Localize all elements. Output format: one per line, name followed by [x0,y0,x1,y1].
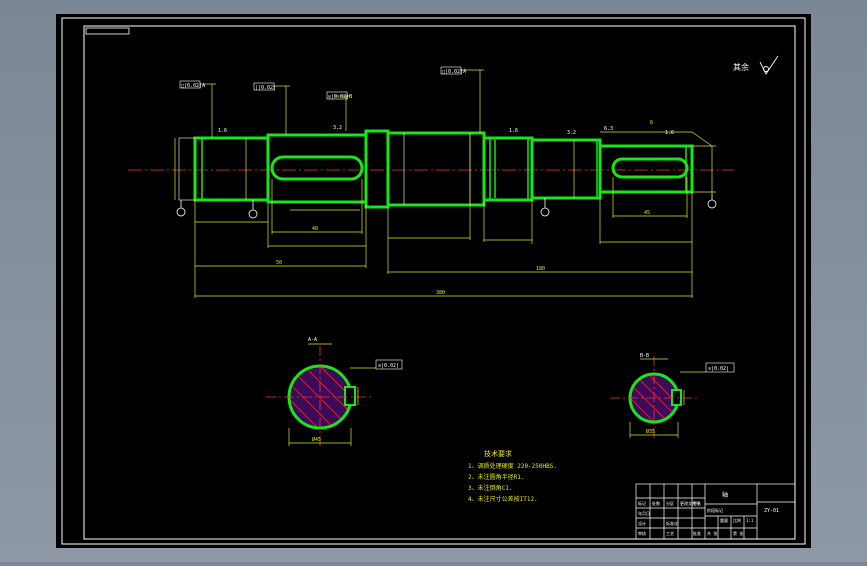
roughness-marks: 1.6 3.2 1.6 3.2 6.3 1.6 [218,125,674,136]
dim-keyway-right: 45 [644,210,650,216]
dim-step: 6 [650,120,653,126]
shaft-outline [193,129,694,209]
corner-code-box [85,27,130,35]
title-cell: 签名 [693,500,701,506]
title-block-text: 轴 ZY-01 标记 处数 分区 更改文件号 签名 年月日 设计 标准化 审核 … [638,491,779,536]
dimension-lines [174,69,716,298]
section-tag-right: ≡|0.02| [708,366,729,372]
roughness-mark: 3.2 [567,130,576,136]
section-label-left: A-A [308,337,317,343]
title-cell: 工艺 [666,531,674,536]
title-cell: 设计 [638,520,646,526]
section-label-right: B-B [640,353,649,359]
title-cell: 阶段标记 [707,507,723,513]
drawing-border-outer [61,17,806,545]
section-keyway-left [344,386,356,406]
keyway-left [270,155,364,181]
shaft-detail-lines [201,138,687,200]
section-width-left: Ø45 [312,436,321,443]
title-cell: 比例 [733,517,741,523]
technical-requirements: 技术要求 1、调质处理硬度 220-250HBS. 2、未注圆角半径R1. 3、… [468,449,557,503]
dimension-values: 380 50 180 40 45 6 [276,120,653,296]
section-width-right: Ø35 [646,428,655,435]
tech-req-item: 4、未注尺寸公差按IT12. [468,495,538,503]
title-cell: 1:1 [746,518,754,523]
section-view-left: ≡|0.02| A-A Ø45 [266,337,403,448]
datum-tags: □|0.02|A ||0.02| ◎|0.02|B □|0.02|A [179,66,466,100]
title-cell: 审核 [638,530,646,536]
datum-tag-left-c: ◎|0.02|B [328,94,352,100]
roughness-mark: 3.2 [333,125,342,131]
roughness-mark: 1.6 [509,128,518,134]
roughness-mark: 6.3 [604,126,613,132]
title-cell: 批准 [693,530,701,536]
surface-note: 其余 [733,62,749,72]
datum-tag-left-b: ||0.02| [255,85,276,91]
keyway-right [611,157,689,179]
title-part-name: 轴 [722,491,728,499]
dim-mid-span: 180 [536,266,545,272]
datum-tag-left-a: □|0.02|A [181,83,205,89]
section-tag-left: ≡|0.02| [378,363,399,369]
title-cell: 更改文件号 [680,500,700,506]
roughness-mark: 1.6 [665,130,674,136]
dim-overall: 380 [436,290,445,296]
tech-req-item: 1、调质处理硬度 220-250HBS. [468,462,557,470]
title-cell: 共 张 [707,530,717,536]
title-cell: 标准化 [666,520,678,526]
title-cell: 第 张 [733,530,743,536]
datum-tag-mid-a: □|0.02|A [442,69,466,75]
title-cell: 标记 [638,500,646,506]
tech-req-item: 2、未注圆角半径R1. [468,473,524,481]
roughness-mark: 1.6 [218,128,227,134]
section-keyway-right [671,389,682,406]
title-cell: 处数 [652,500,660,506]
title-cell: 分区 [666,500,674,506]
title-block [635,483,796,540]
roughness-symbol-general [759,55,779,75]
section-view-right: ≡|0.02| B-B Ø35 [610,353,735,440]
tech-req-item: 3、未注倒角C1. [468,484,512,492]
title-cell: 年月日 [638,510,650,516]
title-cell: 重量 [720,517,728,523]
datum-markers [176,194,717,219]
dim-left-span: 50 [276,260,282,266]
shaft-segment-6 [598,144,694,194]
drawing-border-inner [83,25,796,540]
dim-keyway-left: 40 [312,226,318,232]
drawing-canvas [56,14,811,548]
title-drawing-no: ZY-01 [764,508,779,514]
tech-req-title: 技术要求 [484,449,512,458]
